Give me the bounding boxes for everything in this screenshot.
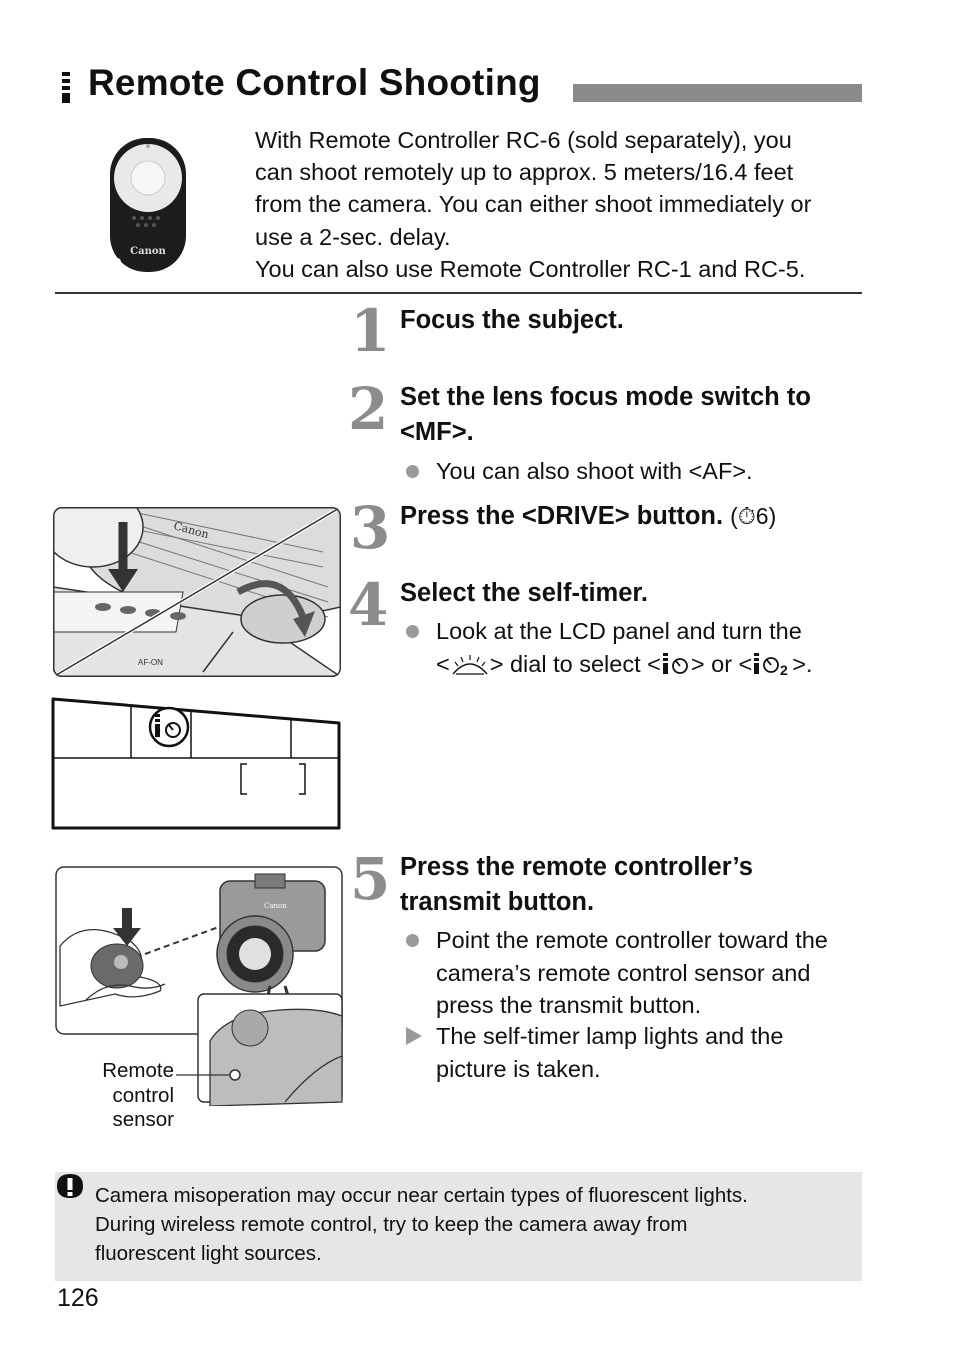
- divider: [55, 292, 862, 294]
- step-title: Set the lens focus mode switch to <MF>.: [400, 383, 811, 446]
- caution-box: [55, 1172, 862, 1281]
- svg-text:Canon: Canon: [264, 902, 287, 910]
- title-bar: [573, 84, 862, 102]
- lcd-panel-image: [51, 697, 341, 830]
- page-title: Remote Control Shooting: [88, 62, 541, 103]
- step-title: Focus the subject.: [400, 306, 624, 334]
- step-title: Select the self-timer.: [400, 579, 649, 607]
- self-timer-2s-icon: 2: [754, 652, 788, 676]
- caution-text: Camera misoperation may occur near certa…: [95, 1184, 748, 1265]
- self-timer-10s-icon: [662, 652, 688, 674]
- step-bullet: You can also shoot with <AF>.: [436, 458, 753, 484]
- remote-shooting-image: Canon: [55, 866, 343, 1106]
- step-bullet: Point the remote controller toward the c…: [436, 927, 828, 1018]
- step-number: 2: [348, 375, 389, 443]
- step-number: 1: [350, 297, 391, 365]
- bullet-dot: [406, 625, 419, 638]
- step-title: Press the <DRIVE> button. (⏱6): [400, 502, 777, 530]
- step-bullet: Look at the LCD panel and turn the <> di…: [436, 618, 813, 677]
- main-dial-icon: [452, 654, 488, 675]
- remote-mode-icon: [62, 72, 70, 103]
- bullet-dot: [406, 934, 419, 947]
- page-reference: (⏱6): [730, 503, 777, 529]
- remote-logo: Canon: [130, 246, 166, 257]
- camera-top-image: Canon AF-ON: [53, 507, 341, 677]
- step-number: 3: [350, 494, 391, 562]
- step-result: The self-timer lamp lights and the pictu…: [436, 1023, 784, 1082]
- caution-icon: [57, 1174, 83, 1198]
- step-number: 5: [350, 845, 391, 913]
- result-arrow-icon: [406, 1027, 422, 1045]
- svg-text:2: 2: [780, 662, 788, 676]
- svg-text:AF-ON: AF-ON: [138, 658, 163, 667]
- remote-controller-image: Canon: [110, 138, 186, 272]
- bullet-dot: [406, 465, 419, 478]
- sensor-label: Remote control sensor: [102, 1059, 174, 1131]
- step-title: Press the remote controller’s transmit b…: [400, 853, 753, 916]
- intro-text: With Remote Controller RC-6 (sold separa…: [255, 127, 812, 282]
- step-number: 4: [348, 571, 389, 639]
- page-number: 126: [57, 1284, 99, 1312]
